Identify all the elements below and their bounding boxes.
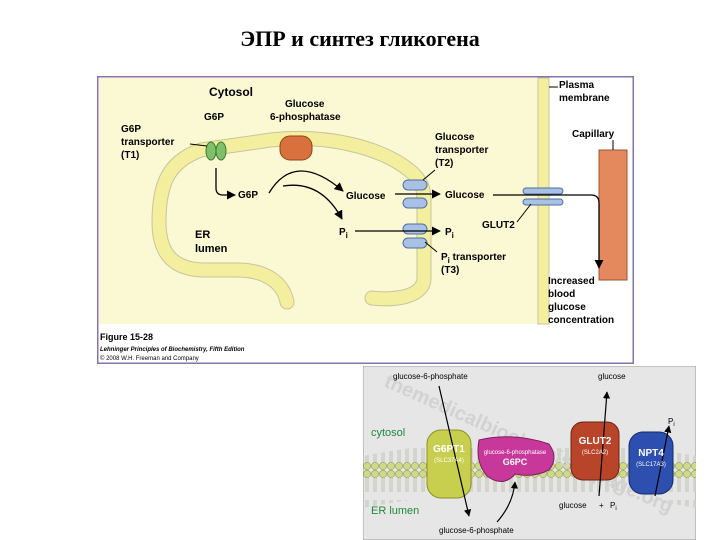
label-pi-bottom: Pi bbox=[610, 501, 617, 512]
label-er-lumen: ER lumen bbox=[371, 505, 419, 517]
caption-book: Lehninger Principles of Biochemistry, Fi… bbox=[100, 347, 245, 353]
cytosol-region bbox=[99, 78, 544, 324]
label-glucose-top: glucose bbox=[598, 372, 626, 381]
label-er-lumen-2: lumen bbox=[195, 243, 228, 255]
arrow-to-pi bbox=[282, 184, 343, 220]
pointer-glut2 bbox=[516, 203, 532, 223]
label-increased-2: blood bbox=[548, 289, 575, 300]
label-glucose-out: Glucose bbox=[445, 190, 485, 201]
label-plus: + bbox=[599, 501, 604, 510]
pointer-t1 bbox=[189, 143, 208, 147]
label-capillary: Capillary bbox=[572, 129, 615, 140]
glut2-protein bbox=[570, 421, 620, 481]
pointer-t2 bbox=[422, 169, 436, 181]
arrow-g6p-to-enzyme bbox=[496, 481, 518, 523]
g6p-transporter-t1 bbox=[205, 141, 227, 161]
label-t2-line3: (T2) bbox=[435, 158, 453, 169]
arrow-to-capillary bbox=[493, 194, 604, 269]
label-npt4-gene: (SLC17A3) bbox=[636, 462, 666, 468]
g6pc-enzyme bbox=[477, 436, 555, 482]
pointer-t3 bbox=[424, 241, 438, 253]
label-t1-line1: G6P bbox=[121, 124, 141, 135]
arrow-glucose-up bbox=[598, 391, 611, 497]
label-cytosol: cytosol bbox=[371, 427, 405, 439]
label-glut2: GLUT2 bbox=[579, 436, 612, 447]
label-g6pt1: G6PT1 bbox=[433, 444, 465, 455]
label-g6p-cytosol: G6P bbox=[204, 112, 224, 123]
label-glut2: GLUT2 bbox=[482, 220, 515, 231]
label-increased-3: glucose bbox=[548, 302, 586, 313]
npt4-protein bbox=[628, 431, 674, 495]
er-membrane-proteins-diagram: themedicalbiochemistrypage.org glucose-6… bbox=[363, 366, 696, 540]
label-t3-line2: (T3) bbox=[441, 265, 459, 276]
label-glucose-er: Glucose bbox=[346, 191, 386, 202]
label-pi-top: Pi bbox=[668, 417, 675, 428]
label-t1-line3: (T1) bbox=[121, 150, 139, 161]
label-enzyme-name: glucose-6-phosphatase bbox=[484, 450, 547, 456]
glut2-transporter bbox=[522, 187, 564, 206]
caption-copyright: © 2008 W.H. Freeman and Company bbox=[100, 355, 199, 362]
label-t2-line1: Glucose bbox=[435, 132, 475, 143]
label-pi-er: Pi bbox=[339, 227, 348, 240]
label-glut2-gene: (SLC2A2) bbox=[582, 450, 608, 456]
arrow-pi-up bbox=[654, 425, 672, 497]
slide-title: ЭПР и синтез гликогена bbox=[240, 26, 480, 51]
capillary bbox=[598, 149, 628, 281]
caption-figure: Figure 15-28 bbox=[100, 332, 153, 342]
glucose-transporter-t2 bbox=[402, 179, 428, 209]
label-glucose-bottom: glucose bbox=[559, 501, 587, 510]
label-pi-out: Pi bbox=[445, 227, 454, 240]
label-g6p-er: G6P bbox=[238, 190, 258, 201]
label-pm-line2: membrane bbox=[559, 93, 610, 104]
label-g6pc: G6PC bbox=[503, 457, 528, 467]
label-enzyme-line1: Glucose bbox=[285, 99, 325, 110]
arrow-g6p-down bbox=[438, 385, 472, 517]
arrow-g6p-to-glucose bbox=[268, 170, 344, 194]
label-g6pt1-gene: (SLC37A4) bbox=[434, 458, 464, 464]
label-npt4: NPT4 bbox=[638, 448, 664, 459]
label-t3-line1: Pi transporter bbox=[441, 252, 506, 265]
label-increased-4: concentration bbox=[548, 315, 614, 326]
label-cytosol: Cytosol bbox=[209, 85, 253, 99]
label-g6p-top: glucose-6-phosphate bbox=[393, 372, 468, 381]
glucose-6-phosphatase-enzyme bbox=[279, 135, 313, 161]
label-enzyme-line2: 6-phosphatase bbox=[270, 112, 341, 123]
er-glucose-transport-diagram: Cytosol G6P Glucose 6-phosphatase G6P tr… bbox=[97, 76, 634, 364]
label-increased-1: Increased bbox=[548, 276, 595, 287]
label-t1-line2: transporter bbox=[121, 137, 174, 148]
label-pm-line1: Plasma bbox=[559, 80, 594, 91]
label-t2-line2: transporter bbox=[435, 145, 488, 156]
label-g6p-bottom: glucose-6-phosphate bbox=[439, 526, 514, 535]
g6pt1-protein bbox=[426, 429, 472, 499]
label-er-lumen-1: ER bbox=[195, 229, 210, 241]
arrow-g6p-into-er bbox=[215, 168, 236, 200]
